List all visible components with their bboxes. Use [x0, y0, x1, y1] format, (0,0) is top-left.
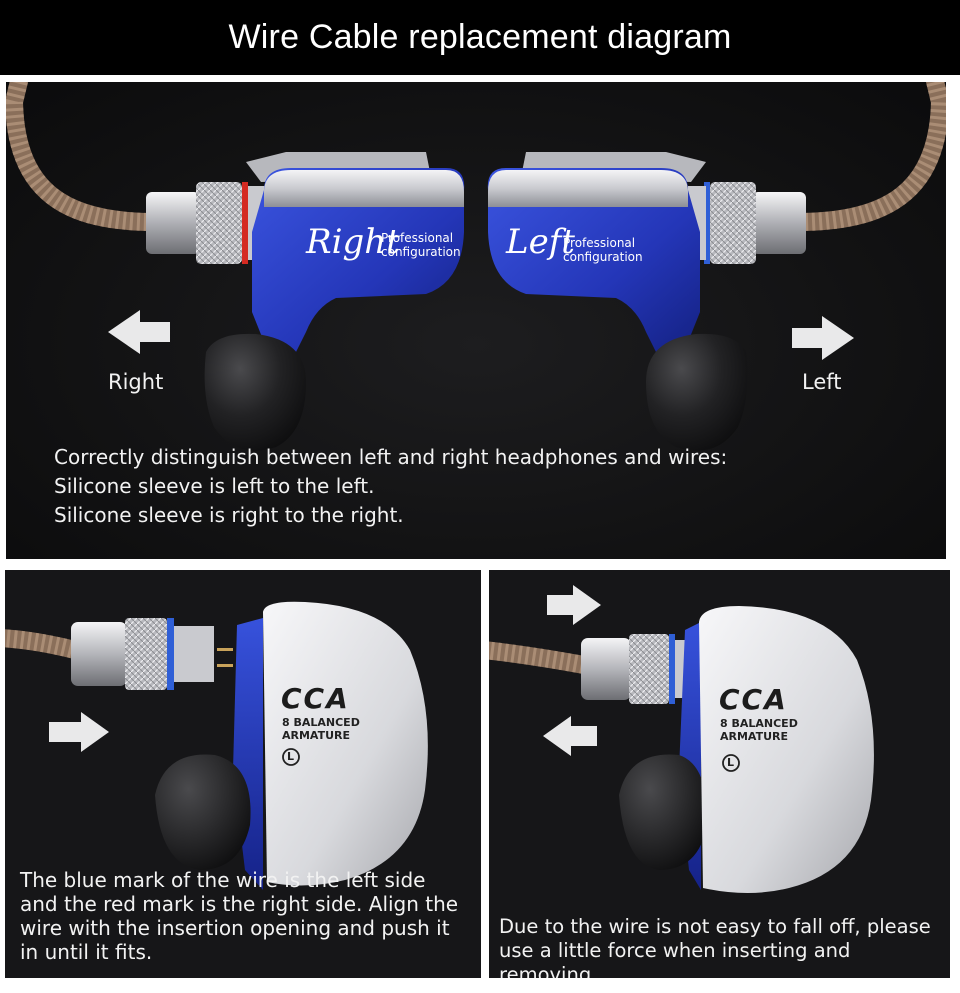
orientation-description: Correctly distinguish between left and r… [54, 445, 728, 527]
arrow-right-icon [547, 585, 601, 625]
removal-illustration [489, 585, 874, 893]
right-shell-caption: Professional configuration [381, 231, 461, 259]
right-label: Right [108, 370, 164, 394]
left-shell-caption: Professional configuration [563, 236, 643, 264]
model-text: 8 BALANCED ARMATURE [282, 716, 360, 742]
arrow-right-icon [49, 712, 109, 752]
page-title: Wire Cable replacement diagram [228, 18, 732, 56]
right-shell-script: Right [306, 222, 400, 262]
insertion-illustration [5, 601, 428, 890]
left-label: Left [802, 370, 842, 394]
header-bar: Wire Cable replacement diagram [0, 0, 960, 75]
side-badge: L [287, 750, 295, 763]
model-text: 8 BALANCED ARMATURE [720, 717, 798, 743]
earphones-illustration [6, 82, 946, 451]
removal-panel: CCA 8 BALANCED ARMATURE L Due to the wir… [489, 570, 950, 978]
side-badge: L [727, 756, 735, 769]
blue-marker [669, 634, 675, 704]
insertion-panel: CCA 8 BALANCED ARMATURE L The blue mark … [5, 570, 481, 978]
brand-logo: CCA [719, 683, 788, 716]
arrow-right-icon [792, 316, 854, 360]
left-blue-marker [704, 182, 710, 264]
left-earphone [487, 152, 806, 451]
right-earphone [146, 152, 465, 451]
arrow-left-icon [108, 310, 170, 354]
blue-marker [167, 618, 174, 690]
insertion-description: The blue mark of the wire is the left si… [20, 868, 459, 964]
left-shell-script: Left [506, 222, 575, 262]
arrow-left-icon [543, 716, 597, 756]
cable-left [6, 82, 163, 231]
removal-description: Due to the wire is not easy to fall off,… [499, 915, 931, 978]
orientation-panel: Right Professional configuration Left Pr… [6, 82, 946, 559]
brand-logo: CCA [281, 682, 350, 715]
cable-right [789, 82, 946, 231]
right-red-marker [242, 182, 248, 264]
